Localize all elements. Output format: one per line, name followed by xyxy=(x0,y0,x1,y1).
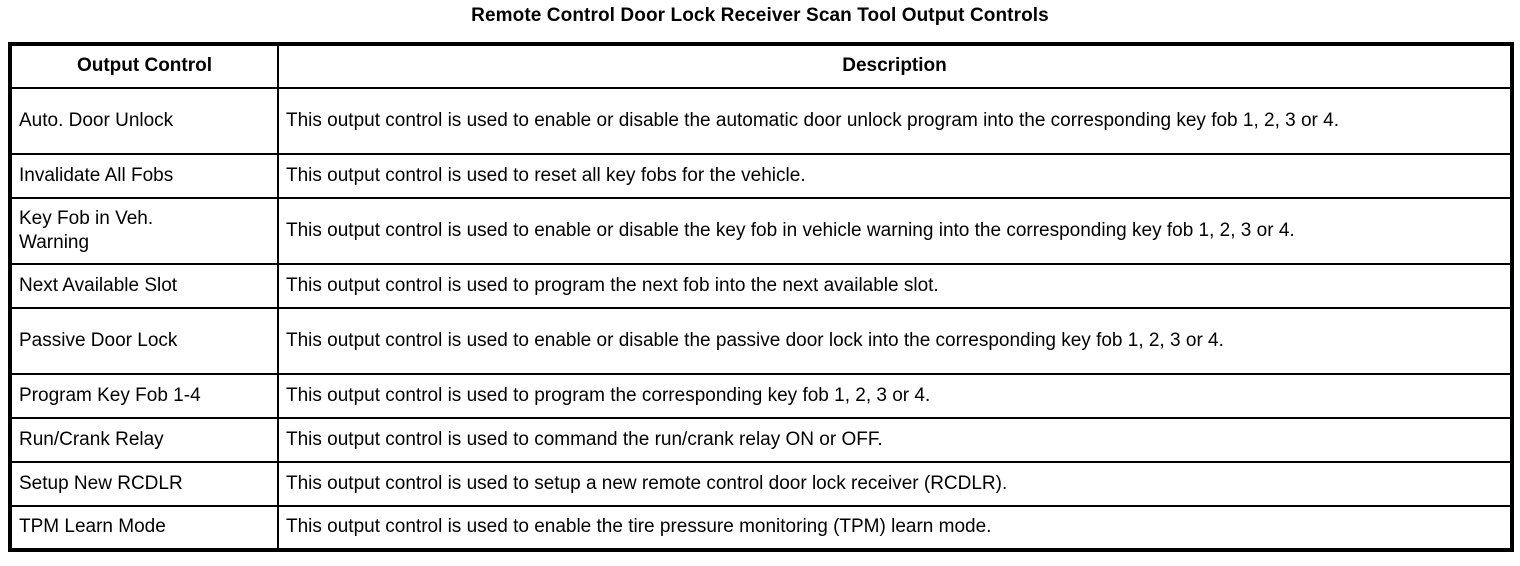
cell-description: This output control is used to enable or… xyxy=(277,307,1513,375)
table-header: Output Control Description xyxy=(9,43,1513,89)
cell-output-control: Invalidate All Fobs xyxy=(9,153,279,199)
output-controls-table: Output Control Description Auto. Door Un… xyxy=(8,42,1514,552)
cell-description: This output control is used to enable th… xyxy=(277,505,1513,551)
cell-output-control: Program Key Fob 1-4 xyxy=(9,373,279,419)
table-header-row: Output Control Description xyxy=(9,43,1513,89)
column-header-output-control: Output Control xyxy=(9,43,279,89)
cell-description: This output control is used to program t… xyxy=(277,263,1513,309)
cell-output-control: Run/Crank Relay xyxy=(9,417,279,463)
cell-output-control: TPM Learn Mode xyxy=(9,505,279,551)
page-title: Remote Control Door Lock Receiver Scan T… xyxy=(471,5,1049,26)
cell-description: This output control is used to program t… xyxy=(277,373,1513,419)
cell-description: This output control is used to setup a n… xyxy=(277,461,1513,507)
output-controls-table-container: Output Control Description Auto. Door Un… xyxy=(8,42,1514,552)
cell-description: This output control is used to enable or… xyxy=(277,197,1513,265)
cell-description: This output control is used to reset all… xyxy=(277,153,1513,199)
cell-description: This output control is used to enable or… xyxy=(277,87,1513,155)
cell-output-control: Key Fob in Veh. Warning xyxy=(9,197,279,265)
cell-output-control: Auto. Door Unlock xyxy=(9,87,279,155)
cell-output-control: Passive Door Lock xyxy=(9,307,279,375)
column-header-description: Description xyxy=(277,43,1513,89)
cell-output-control: Setup New RCDLR xyxy=(9,461,279,507)
cell-output-control: Next Available Slot xyxy=(9,263,279,309)
cell-description: This output control is used to command t… xyxy=(277,417,1513,463)
